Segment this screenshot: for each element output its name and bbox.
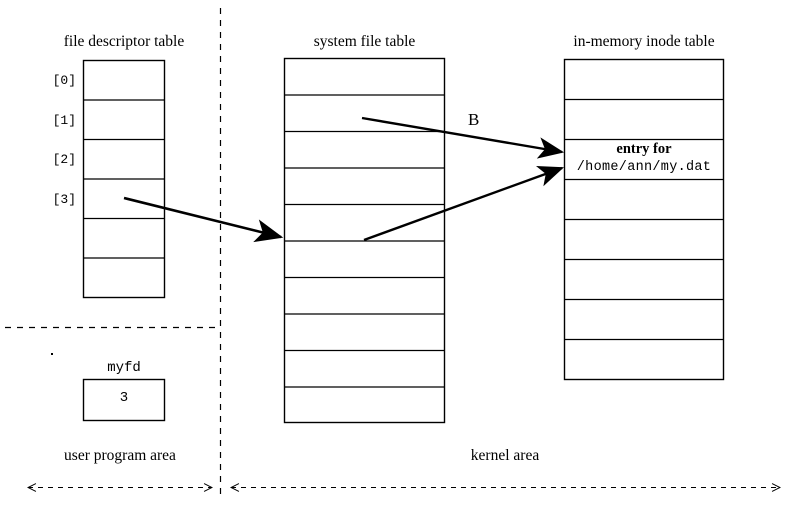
myfd-label: myfd [107,360,141,376]
myfd-value: 3 [119,390,129,406]
inode-table-title: in-memory inode table [573,33,715,50]
arrow-systemfile-to-inode [363,165,565,242]
fd-index-0: [0] [52,73,76,88]
user-program-area-label: user program area [64,447,176,464]
inode-table-box [563,58,725,381]
system-file-table-box [283,57,446,424]
kernel-area-label: kernel area [470,447,540,464]
arrow-b-to-inode [361,116,565,159]
fd-index-3: [3] [52,192,76,207]
fd-index-2: [2] [52,152,76,167]
system-file-table-title: system file table [313,33,416,50]
file-descriptor-table-box [82,59,166,299]
arrow-fd-to-systemfile [123,196,284,243]
arrow-label-b: B [468,110,480,129]
fd-table-title: file descriptor table [63,33,185,50]
stray-dot-mark [51,353,53,355]
inode-entry-label: entry for [616,141,672,157]
inode-entry-path: /home/ann/my.dat [576,160,712,175]
fd-index-1: [1] [52,113,76,128]
